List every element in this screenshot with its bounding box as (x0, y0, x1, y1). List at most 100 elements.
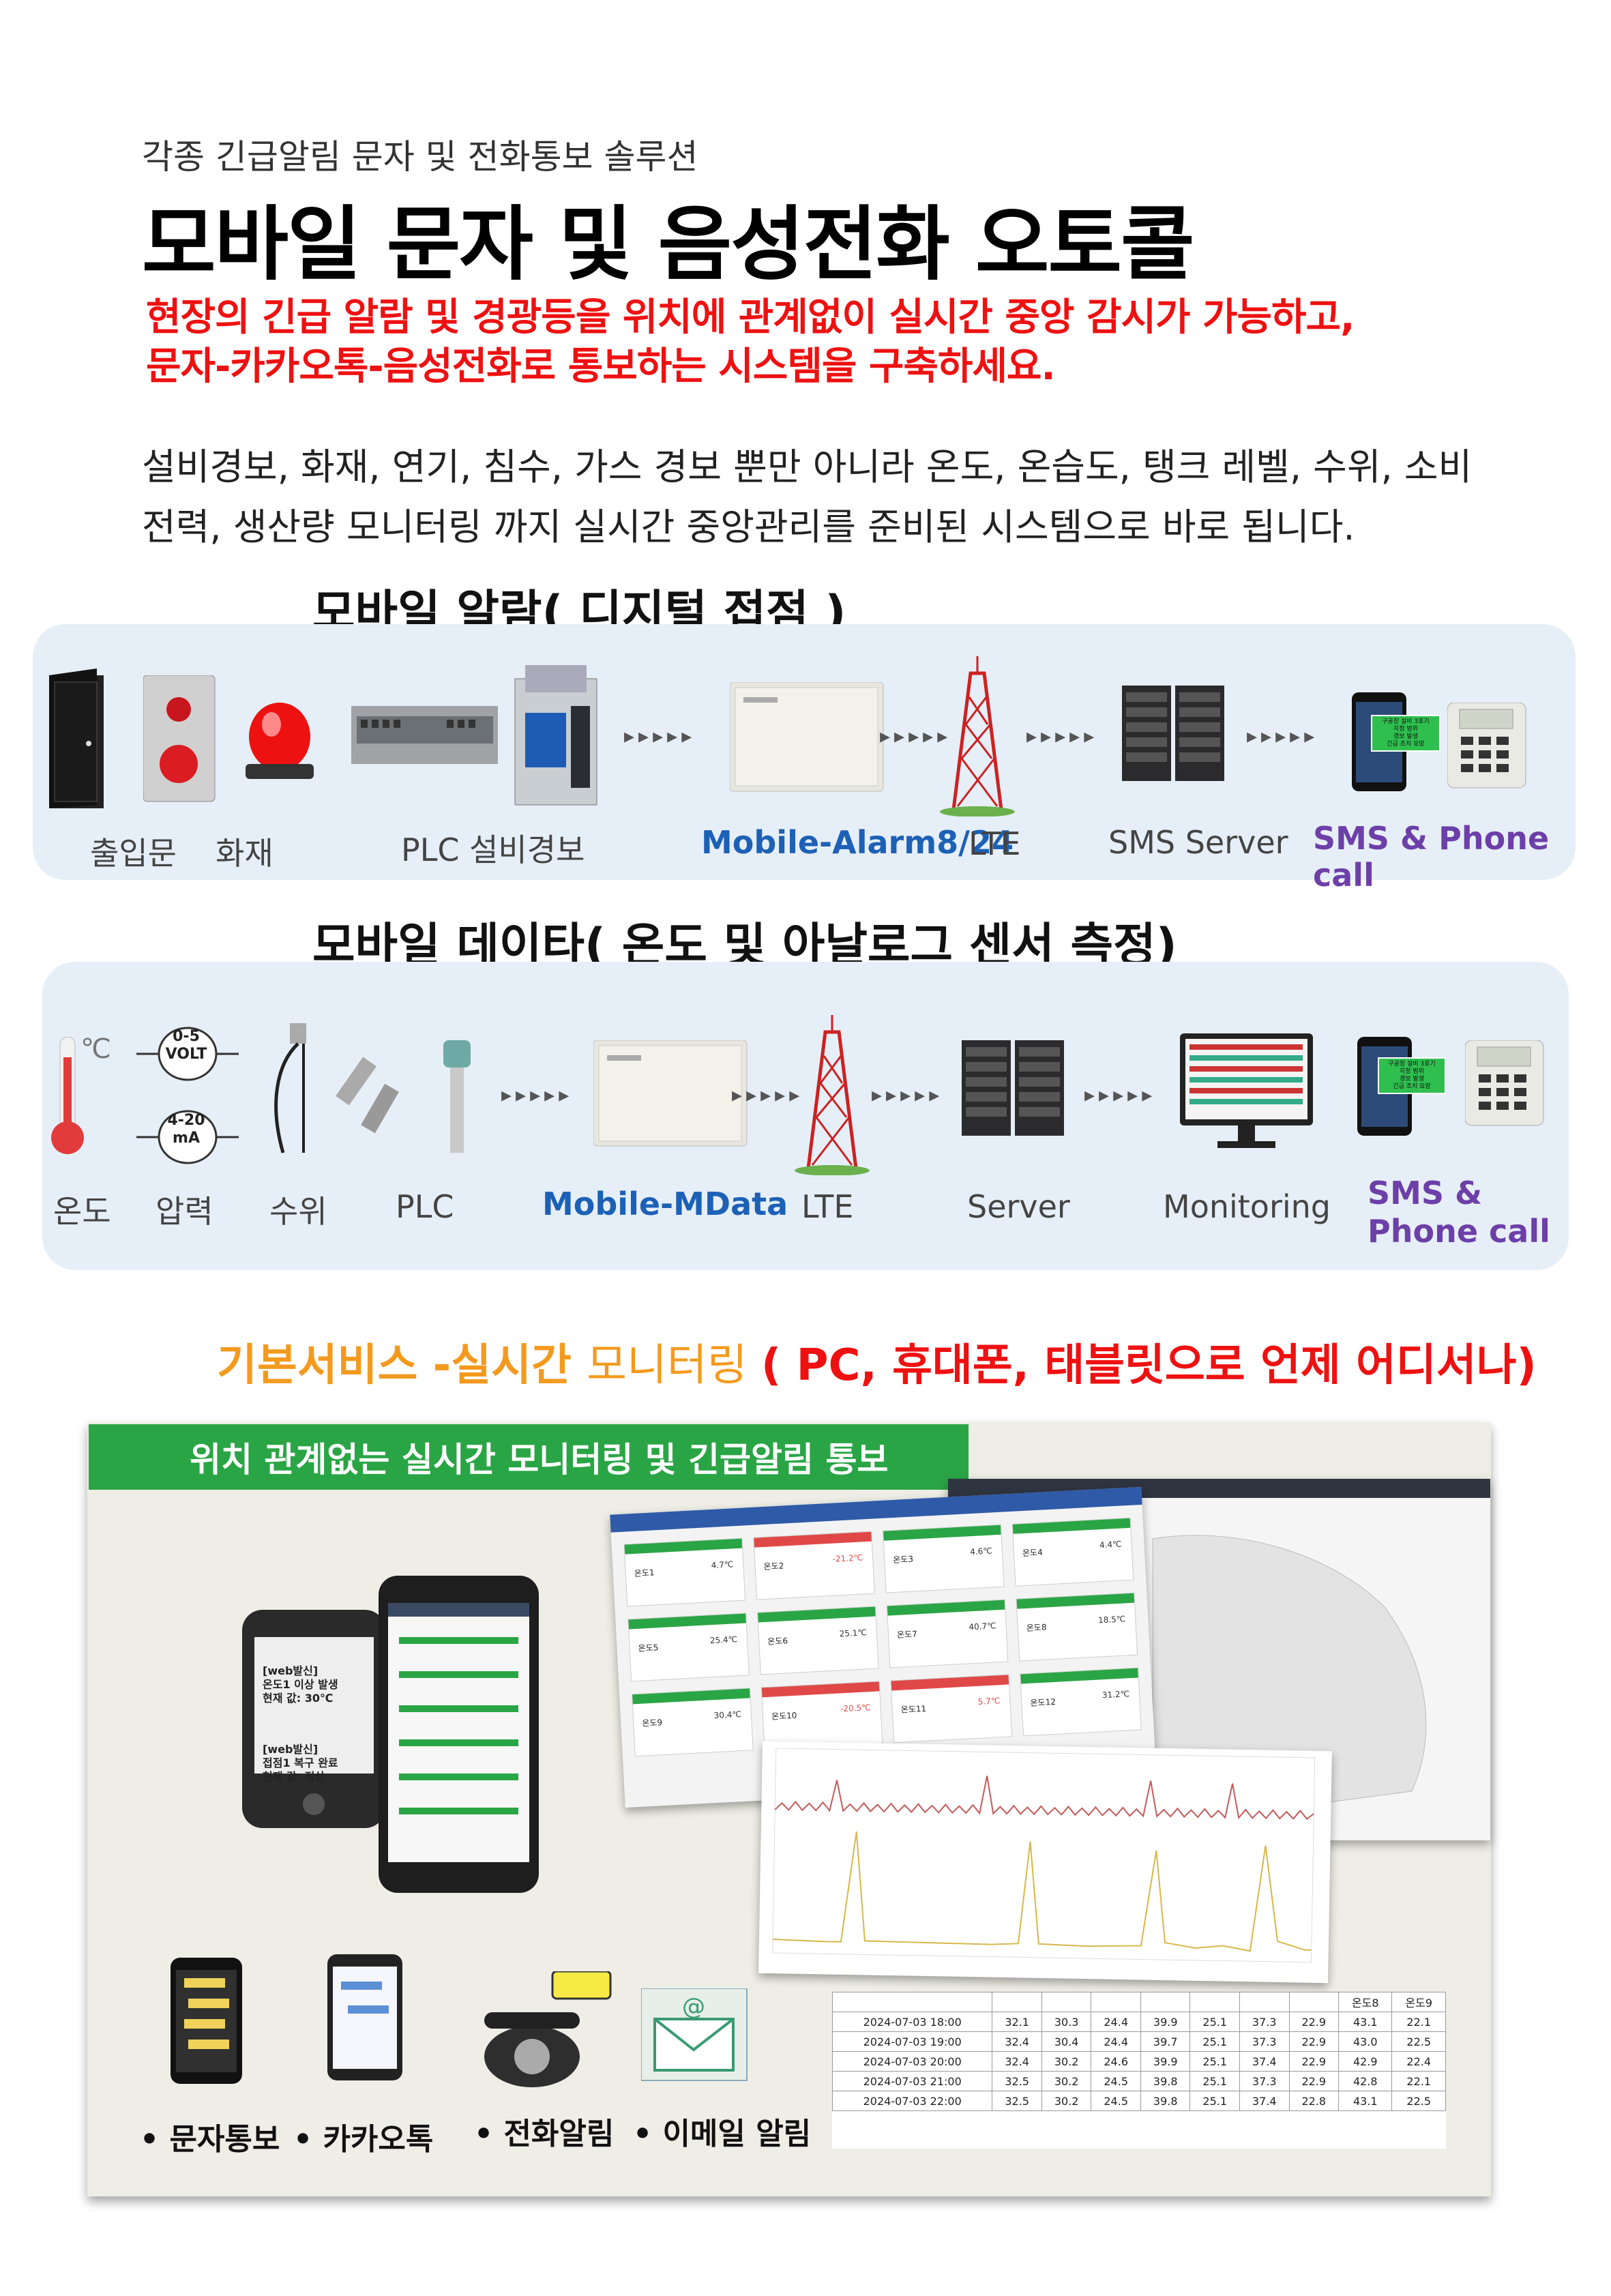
table-cell: 32.1 (992, 2012, 1042, 2032)
label-lte: LTE (969, 825, 1021, 862)
label-fire: 화재 (216, 835, 274, 872)
table-header-cell (1288, 1992, 1340, 2012)
bubble-line: 구공장 설비 3호기 (1388, 1061, 1436, 1068)
warning-lamp-icon (246, 703, 314, 779)
table-cell: 24.5 (1091, 2071, 1141, 2091)
table-header-cell (1140, 1992, 1191, 2012)
sensor-card-value: 18.5℃ (1097, 1614, 1126, 1625)
table-cell: 22.1 (1391, 2071, 1446, 2091)
sms-bubble: 구공장 설비 3호기 지정 범위 경보 발생 긴급 조치 요망 (1371, 715, 1440, 752)
label-pressure: 압력 (156, 1193, 213, 1230)
table-cell: 22.5 (1391, 2091, 1446, 2111)
sensor-card-header (758, 1606, 876, 1623)
kakaotalk-phone-icon (327, 1954, 402, 2080)
table-cell: 2024-07-03 22:00 (831, 2091, 993, 2111)
level-sensor-icon (274, 1023, 306, 1153)
lte-tower-icon-2 (795, 1015, 870, 1175)
bubble-line: 구공장 설비 3호기 (1382, 718, 1430, 725)
fire-alarm-icon (143, 675, 216, 802)
sensor-card-header (1012, 1518, 1131, 1534)
door-icon (49, 668, 104, 808)
sensor-card-header (628, 1613, 746, 1630)
label-plc-alarm: PLC 설비경보 (401, 831, 585, 868)
mobile-mdata-device-icon (593, 1040, 748, 1147)
monitoring-box-title: 위치 관계없는 실시간 모니터링 및 긴급알림 통보 (89, 1424, 969, 1490)
table-cell: 37.4 (1239, 2051, 1290, 2072)
sensor-card-name: 온도10 (771, 1710, 797, 1722)
table-header-cell: 온도9 (1391, 1992, 1446, 2012)
table-cell: 37.4 (1239, 2091, 1290, 2111)
body-text-1: 설비경보, 화재, 연기, 침수, 가스 경보 뿐만 아니라 온도, 온습도, … (142, 445, 1473, 488)
table-cell: 39.8 (1140, 2071, 1191, 2091)
sensor-card-value: 4.7℃ (711, 1559, 734, 1571)
desk-phone-icon (1447, 703, 1526, 789)
table-cell: 37.3 (1239, 2071, 1290, 2091)
sensor-card-header (883, 1525, 1001, 1541)
label-door: 출입문 (90, 835, 177, 872)
table-cell: 24.4 (1091, 2012, 1141, 2032)
table-cell: 22.1 (1391, 2012, 1446, 2032)
bullet-kakao: • 카카오톡 (293, 2122, 434, 2157)
table-cell: 43.1 (1338, 2091, 1393, 2111)
sms-line: [web발신] (263, 1664, 319, 1677)
table-cell: 42.9 (1338, 2051, 1393, 2072)
label-mobile-alarm: Mobile-Alarm8/24 (701, 824, 1014, 861)
flow-arrows-6: ▸▸▸▸▸ (732, 1083, 804, 1107)
sensor-card-name: 온도9 (641, 1718, 663, 1728)
body-text-2: 전력, 생산량 모니터링 까지 실시간 중앙관리를 준비된 시스템으로 바로 됩… (142, 505, 1355, 548)
page-title: 모바일 문자 및 음성전화 오토콜 (142, 197, 1195, 291)
table-cell: 25.1 (1189, 2031, 1240, 2052)
sensor-card-value: 25.1℃ (839, 1628, 868, 1639)
service-headline-part1: 기본서비스 -실시간 (217, 1340, 587, 1391)
voltage-unit: VOLT (165, 1046, 207, 1063)
table-cell: 39.9 (1140, 2012, 1191, 2032)
sensor-card-name: 온도6 (767, 1636, 788, 1647)
table-cell: 22.9 (1288, 2031, 1340, 2052)
current-range: 4-20 (167, 1112, 205, 1129)
sms-bubble-2: 구공장 설비 3호기 지정 범위 경보 발생 긴급 조치 요망 (1378, 1057, 1446, 1094)
bullet-sms: • 문자통보 (140, 2122, 280, 2157)
label-server: Server (967, 1188, 1070, 1225)
sms-line: 접점1 복구 완료 (263, 1756, 338, 1769)
flow-arrows-2: ▸▸▸▸▸ (880, 724, 952, 748)
flow-arrows-4: ▸▸▸▸▸ (1247, 724, 1319, 748)
table-cell: 32.5 (992, 2091, 1042, 2111)
headline-red-1: 현장의 긴급 알람 및 경광등을 위치에 관계없이 실시간 중앙 감시가 가능하… (146, 295, 1355, 340)
table-header-cell (1041, 1992, 1092, 2012)
table-cell: 22.9 (1288, 2012, 1340, 2032)
table-header-cell (831, 1992, 993, 2012)
table-cell: 42.8 (1338, 2071, 1393, 2091)
table-cell: 2024-07-03 18:00 (831, 2012, 993, 2032)
smartphone-app-icon (379, 1576, 539, 1893)
sensor-card-name: 온도4 (1022, 1547, 1044, 1559)
current-sensor-icon (136, 1110, 239, 1164)
service-headline: 기본서비스 -실시간 모니터링 ( PC, 휴대폰, 태블릿으로 언제 어디서나… (217, 1330, 1537, 1393)
sensor-card: 온도2-21.2℃ (753, 1531, 875, 1600)
sensor-card: 온도10-20.5℃ (760, 1681, 883, 1750)
label-temperature: 온도 (53, 1193, 111, 1230)
sensor-card-value: 25.4℃ (709, 1634, 738, 1646)
flow-arrows-5: ▸▸▸▸▸ (501, 1083, 574, 1107)
sensor-card-value: -21.2℃ (832, 1552, 863, 1564)
monitoring-box-title-text: 위치 관계없는 실시간 모니터링 및 긴급알림 통보 (190, 1440, 889, 1480)
sensor-card-name: 온도1 (634, 1568, 655, 1578)
table-cell: 25.1 (1189, 2051, 1240, 2072)
plc-icon (351, 706, 498, 764)
label-monitoring: Monitoring (1163, 1188, 1331, 1225)
table-cell: 30.4 (1041, 2031, 1092, 2052)
service-headline-part3: ( PC, 휴대폰, 태블릿으로 언제 어디서나) (761, 1340, 1537, 1391)
flow-arrows-7: ▸▸▸▸▸ (872, 1083, 944, 1107)
label-level: 수위 (269, 1193, 327, 1230)
table-header-cell (992, 1992, 1042, 2012)
label-mobile-mdata: Mobile-MData (542, 1186, 788, 1222)
table-cell: 32.4 (992, 2051, 1042, 2072)
